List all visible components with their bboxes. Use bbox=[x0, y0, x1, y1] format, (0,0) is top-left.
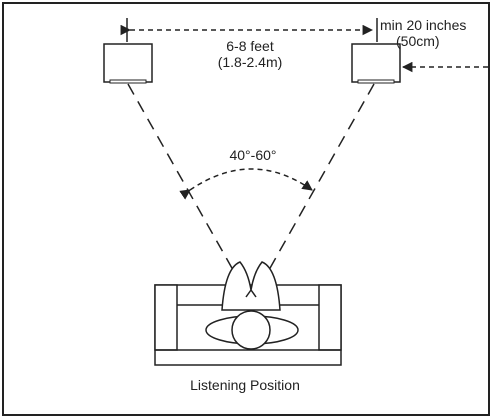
right-speaker bbox=[351, 43, 401, 84]
angle-arc bbox=[179, 168, 313, 200]
speaker-distance-label: 6-8 feet bbox=[226, 38, 274, 54]
left-speaker bbox=[103, 43, 153, 84]
speaker-distance-metric-label: (1.8-2.4m) bbox=[217, 54, 283, 70]
listening-position-label: Listening Position bbox=[190, 377, 300, 393]
wall-clearance-metric-label: (50cm) bbox=[396, 33, 440, 49]
wall-clearance-label: min 20 inches bbox=[380, 17, 467, 33]
left-listening-line bbox=[127, 83, 251, 301]
right-listening-line bbox=[251, 83, 375, 301]
listener bbox=[205, 261, 299, 350]
listening-angle-label: 40°-60° bbox=[229, 147, 277, 163]
